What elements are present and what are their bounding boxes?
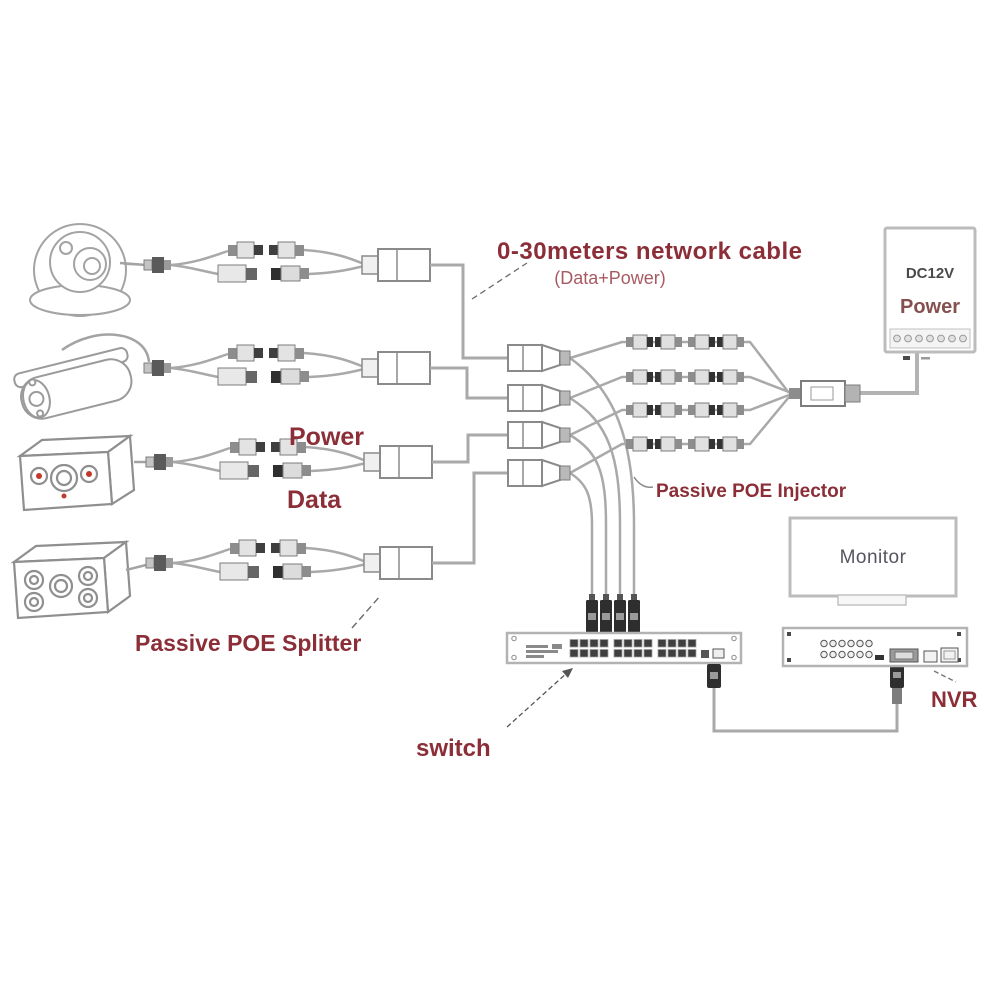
nvr-bnc-ports: [820, 639, 873, 659]
switch-uplink-plug: [600, 594, 612, 634]
bullet-camera: [13, 333, 151, 420]
switch-uplink-plug: [614, 594, 626, 634]
pointer-injector: [633, 476, 654, 489]
poe-splitter-assembly-2: [142, 343, 442, 387]
poe-splitter-assembly-1: [142, 240, 442, 284]
dome-camera-cable: [119, 261, 147, 267]
switch-uplink-plug: [586, 594, 598, 634]
poe-injector-2: [507, 384, 571, 412]
ethernet-switch: [505, 631, 743, 665]
monitor-label: Monitor: [840, 547, 907, 568]
monitor: Monitor: [788, 516, 958, 606]
poe-injector-label: Passive POE Injector: [656, 481, 847, 502]
psu-voltage-label: DC12V: [906, 265, 954, 282]
network-cable-label: 0-30meters network cable: [497, 238, 802, 265]
switch-nvr-cable: [707, 664, 904, 733]
data-pigtail-label: Data: [287, 486, 342, 514]
poe-splitter-label: Passive POE Splitter: [135, 630, 361, 656]
poe-injector-1: [507, 344, 571, 372]
switch-logo: [526, 644, 562, 658]
ir-led: [36, 473, 42, 479]
network-cable-sublabel: (Data+Power): [554, 268, 666, 288]
psu-cable: [860, 352, 919, 395]
injector-data-leads: [569, 356, 636, 599]
poe-splitter-assembly-4: [144, 538, 444, 582]
switch-ports: [569, 639, 697, 658]
ir-led: [86, 471, 92, 477]
psu-box: DC12V Power: [883, 226, 977, 360]
poe-injector-4: [507, 459, 571, 487]
nvr-device: [781, 626, 969, 668]
ir-bullet-camera-2: [10, 539, 151, 620]
pointer-switch: [506, 668, 573, 728]
main-power-connector: [789, 380, 861, 407]
nvr-lan-port: [923, 650, 938, 663]
psu-name-label: Power: [900, 296, 960, 318]
switch-uplink-plug: [628, 594, 640, 634]
dome-camera: [29, 223, 149, 317]
network-cable-runs: [438, 263, 508, 565]
pointer-network-cable: [471, 262, 528, 300]
poe-injector-3: [507, 421, 571, 449]
nvr-lan-port-2: [940, 647, 959, 663]
power-pigtail-label: Power: [289, 423, 364, 451]
pointer-nvr: [933, 670, 957, 683]
pointer-splitter: [351, 594, 382, 629]
nvr-vga-port: [889, 648, 919, 663]
ir-bullet-camera: [16, 433, 150, 512]
switch-label: switch: [416, 735, 491, 762]
nvr-label: NVR: [931, 687, 978, 712]
ir-led: [61, 493, 67, 499]
injector-power-leads: [569, 340, 790, 475]
